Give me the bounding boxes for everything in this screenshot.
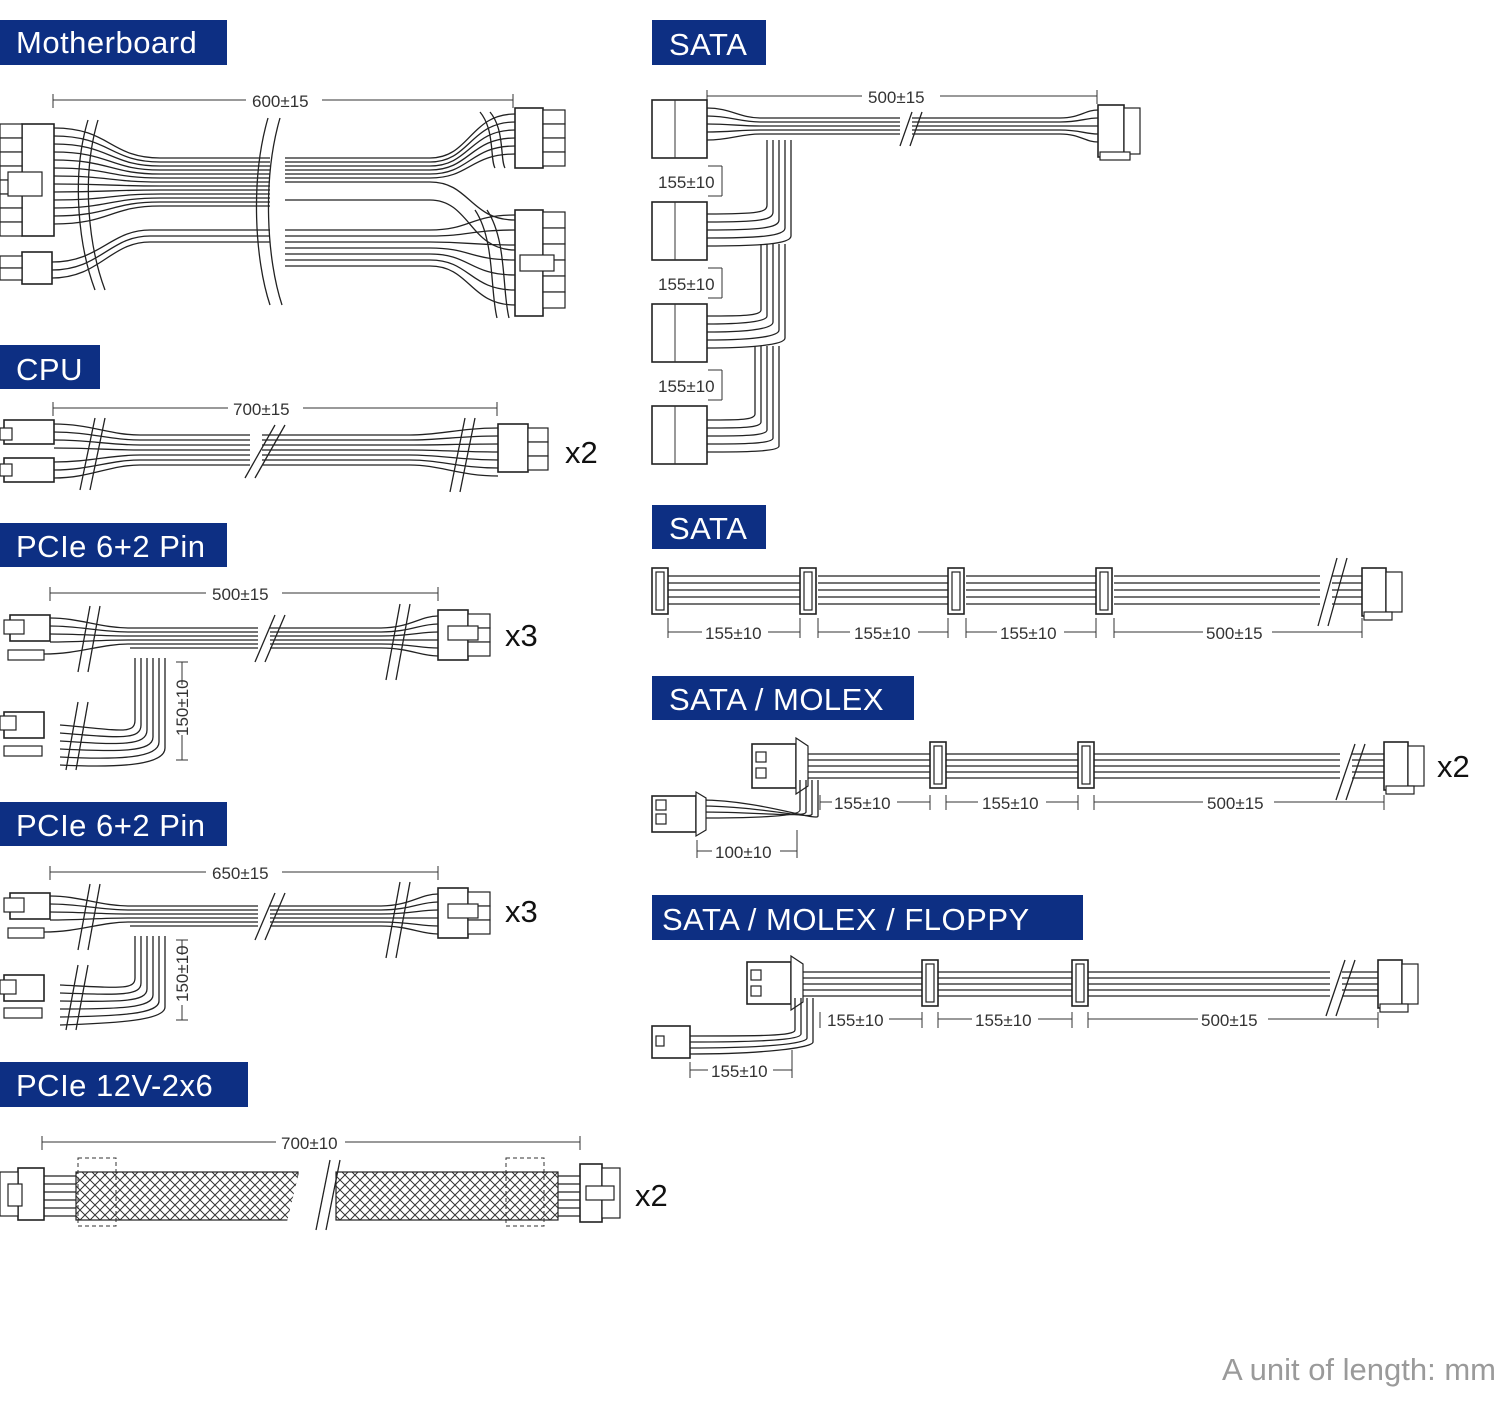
header-pcie-12v: PCIe 12V-2x6 [0,1062,248,1107]
sata-a-spacing-2: 155±10 [658,275,715,294]
cpu-right-connector [497,423,529,473]
header-sata-molex: SATA / MOLEX [652,676,914,720]
motherboard-right-connector-top [514,107,544,169]
motherboard-length: 600±15 [252,92,309,111]
sata-a-length: 500±15 [868,88,925,107]
header-cpu: CPU [0,345,100,389]
header-sata-a: SATA [652,20,766,65]
header-motherboard: Motherboard [0,20,227,65]
motherboard-cable: 600±15 [0,92,566,319]
sata-molex-quantity: x2 [1437,749,1470,784]
sata-b-cable: 155±10 155±10 155±10 500±15 [651,557,1403,643]
sata-molex-psu-connector [1383,741,1409,791]
pcie-b-branch-length: 150±10 [173,945,192,1002]
smf-psu-connector [1377,959,1403,1009]
sata-a-spacing-1: 155±10 [658,173,715,192]
sata-molex-branch-length: 100±10 [715,843,772,862]
header-sata-b-label: SATA [669,511,747,546]
sata-a-connector-2 [651,201,708,261]
cpu-length: 700±15 [233,400,290,419]
sata-molex-spacing-1: 155±10 [834,794,891,813]
cpu-quantity: x2 [565,435,598,470]
sata-a-connector-1 [651,99,708,159]
header-cpu-label: CPU [16,352,83,387]
smf-spacing-1: 155±10 [827,1011,884,1030]
sata-b-spacing-1: 155±10 [705,624,762,643]
smf-molex-connector [746,961,792,1005]
smf-spacing-2: 155±10 [975,1011,1032,1030]
sata-molex-molex-connector [751,743,797,789]
pcie-12v-length: 700±10 [281,1134,338,1153]
sata-molex-floppy-cable: 155±10 155±10 500±15 155±10 [651,954,1419,1081]
sata-a-connector-3 [651,303,708,363]
header-pcie-a-label: PCIe 6+2 Pin [16,529,206,564]
sata-a-connector-4 [651,405,708,465]
sata-b-spacing-4: 500±15 [1206,624,1263,643]
header-sata-molex-floppy: SATA / MOLEX / FLOPPY [652,895,1083,940]
pcie-a-length: 500±15 [212,585,269,604]
header-pcie-b-label: PCIe 6+2 Pin [16,808,206,843]
header-pcie-12v-label: PCIe 12V-2x6 [16,1068,213,1103]
header-pcie-b: PCIe 6+2 Pin [0,802,227,846]
pcie-12v-cable: 700±10 x2 [0,1134,668,1231]
sata-a-psu-connector [1097,104,1125,158]
header-sata-molex-floppy-label: SATA / MOLEX / FLOPPY [662,902,1030,937]
smf-spacing-3: 500±15 [1201,1011,1258,1030]
pcie-b-cable: 650±15 150±10 [0,864,538,1031]
header-sata-b: SATA [652,505,766,549]
header-sata-a-label: SATA [669,27,747,62]
header-motherboard-label: Motherboard [16,25,197,60]
smf-branch-length: 155±10 [711,1062,768,1081]
sata-b-spacing-2: 155±10 [854,624,911,643]
header-sata-molex-label: SATA / MOLEX [669,682,884,717]
pcie-12v-quantity: x2 [635,1178,668,1213]
cpu-cable: 700±15 x2 [0,400,598,493]
sata-molex-cable: 155±10 155±10 500±15 100±10 x2 [651,736,1470,862]
pcie-a-quantity: x3 [505,618,538,653]
unit-note: A unit of length: mm [1222,1352,1496,1387]
header-pcie-a: PCIe 6+2 Pin [0,523,227,567]
sata-a-cable: 500±15 [651,88,1141,465]
sata-molex-spacing-3: 500±15 [1207,794,1264,813]
sata-molex-spacing-2: 155±10 [982,794,1039,813]
sata-a-spacing-3: 155±10 [658,377,715,396]
pcie-b-quantity: x3 [505,894,538,929]
pcie-a-branch-length: 150±10 [173,679,192,736]
sata-b-psu-connector [1361,567,1387,617]
motherboard-aux-connector [21,251,53,285]
pcie-a-cable: 500±15 150±10 [0,585,538,771]
pcie-b-length: 650±15 [212,864,269,883]
sata-b-spacing-3: 155±10 [1000,624,1057,643]
